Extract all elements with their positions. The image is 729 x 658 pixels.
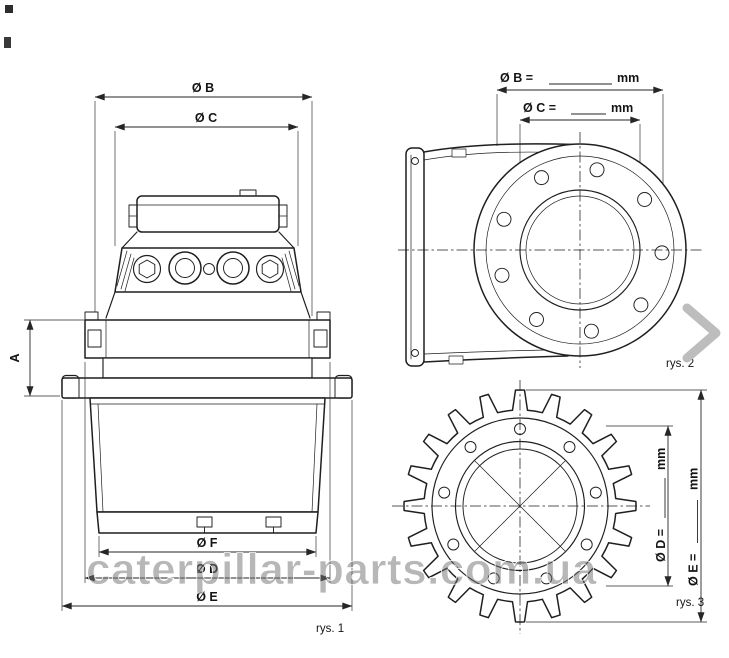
dimension-d: Ø D	[84, 362, 331, 583]
bolt-hole	[438, 486, 451, 499]
bolt-hole	[529, 312, 544, 327]
chevron-right-icon[interactable]	[682, 303, 721, 363]
dimension-a: A	[8, 319, 84, 397]
bolt-hole	[514, 423, 526, 435]
side-view-bolt-holes	[494, 162, 670, 339]
dim-e-label: Ø E	[196, 590, 218, 604]
bolt-hole	[494, 267, 510, 283]
sprocket-bolt-holes	[438, 423, 602, 585]
side-flange-plate	[405, 147, 425, 367]
bolt-hole	[589, 162, 605, 178]
lower-housing	[89, 397, 326, 534]
bolt-hole	[447, 538, 460, 551]
bolt-hole	[464, 441, 477, 453]
dim-e-sprocket-unit: mm	[687, 468, 701, 490]
center-port	[203, 263, 215, 275]
dimension-c-side: Ø C = mm	[519, 101, 641, 232]
figure-front-view: Ø B Ø C	[8, 81, 353, 635]
flange-slot-right	[313, 329, 328, 348]
bolt-hole	[487, 572, 500, 585]
dim-b-label: Ø B	[192, 81, 214, 95]
dimension-b: Ø B	[94, 81, 313, 316]
dimension-b-side: Ø B = mm	[496, 71, 664, 238]
dim-d-sprocket-label: Ø D =	[654, 529, 668, 562]
port-band	[114, 247, 302, 293]
dimension-c: Ø C	[114, 111, 299, 246]
scan-artifact	[4, 37, 11, 48]
bolt-hole	[654, 245, 670, 261]
cap-to-band-transition	[121, 231, 295, 249]
dim-d-label: Ø D	[196, 562, 218, 576]
bolt-hole	[540, 572, 553, 585]
band-to-flange-transition	[105, 291, 311, 319]
dim-e-sprocket-label: Ø E =	[687, 554, 701, 586]
scan-artifact	[5, 5, 13, 13]
dim-c-side-unit: mm	[611, 101, 633, 115]
dim-a-label: A	[8, 353, 22, 362]
bolt-hole	[633, 297, 649, 313]
dim-c-side-label: Ø C =	[523, 101, 556, 115]
figure-side-view: Ø B = mm Ø C = mm	[398, 71, 704, 370]
figure1-caption: rys. 1	[316, 623, 344, 635]
bolt-hole	[534, 170, 549, 186]
dim-c-label: Ø C	[195, 111, 217, 125]
dimension-f: Ø F	[98, 536, 317, 557]
mounting-flange	[61, 374, 353, 399]
bottom-plug-left	[196, 516, 213, 528]
flange-slot-left	[87, 329, 102, 348]
port-left	[168, 251, 202, 285]
bolt-hole	[563, 441, 576, 453]
hex-plug-left	[132, 254, 162, 284]
upper-flange	[84, 311, 331, 359]
dimension-d-sprocket: Ø D = mm	[606, 425, 673, 587]
dim-b-side-unit: mm	[617, 71, 639, 85]
neck	[102, 357, 313, 379]
dim-b-side-label: Ø B =	[500, 71, 533, 85]
bolt-hole	[580, 538, 593, 551]
bolt-hole	[496, 211, 512, 227]
watermark: caterpillar-parts.com.ua	[86, 545, 597, 594]
motor-top-cap	[128, 189, 288, 233]
bolt-hole	[637, 192, 653, 207]
port-right	[216, 251, 250, 285]
hex-plug-right	[255, 254, 285, 284]
dim-d-sprocket-unit: mm	[654, 448, 668, 470]
dimension-e: Ø E	[61, 400, 353, 611]
bolt-hole	[583, 323, 599, 339]
figure-sprocket: Ø D = mm Ø E = mm rys. 3	[392, 380, 707, 634]
figure3-caption: rys. 3	[676, 597, 704, 609]
side-housing-body	[398, 132, 704, 368]
dim-f-label: Ø F	[197, 536, 218, 550]
bottom-plug-right	[265, 516, 282, 528]
dimension-e-sprocket: Ø E = mm	[526, 389, 707, 623]
bolt-hole	[589, 486, 602, 499]
